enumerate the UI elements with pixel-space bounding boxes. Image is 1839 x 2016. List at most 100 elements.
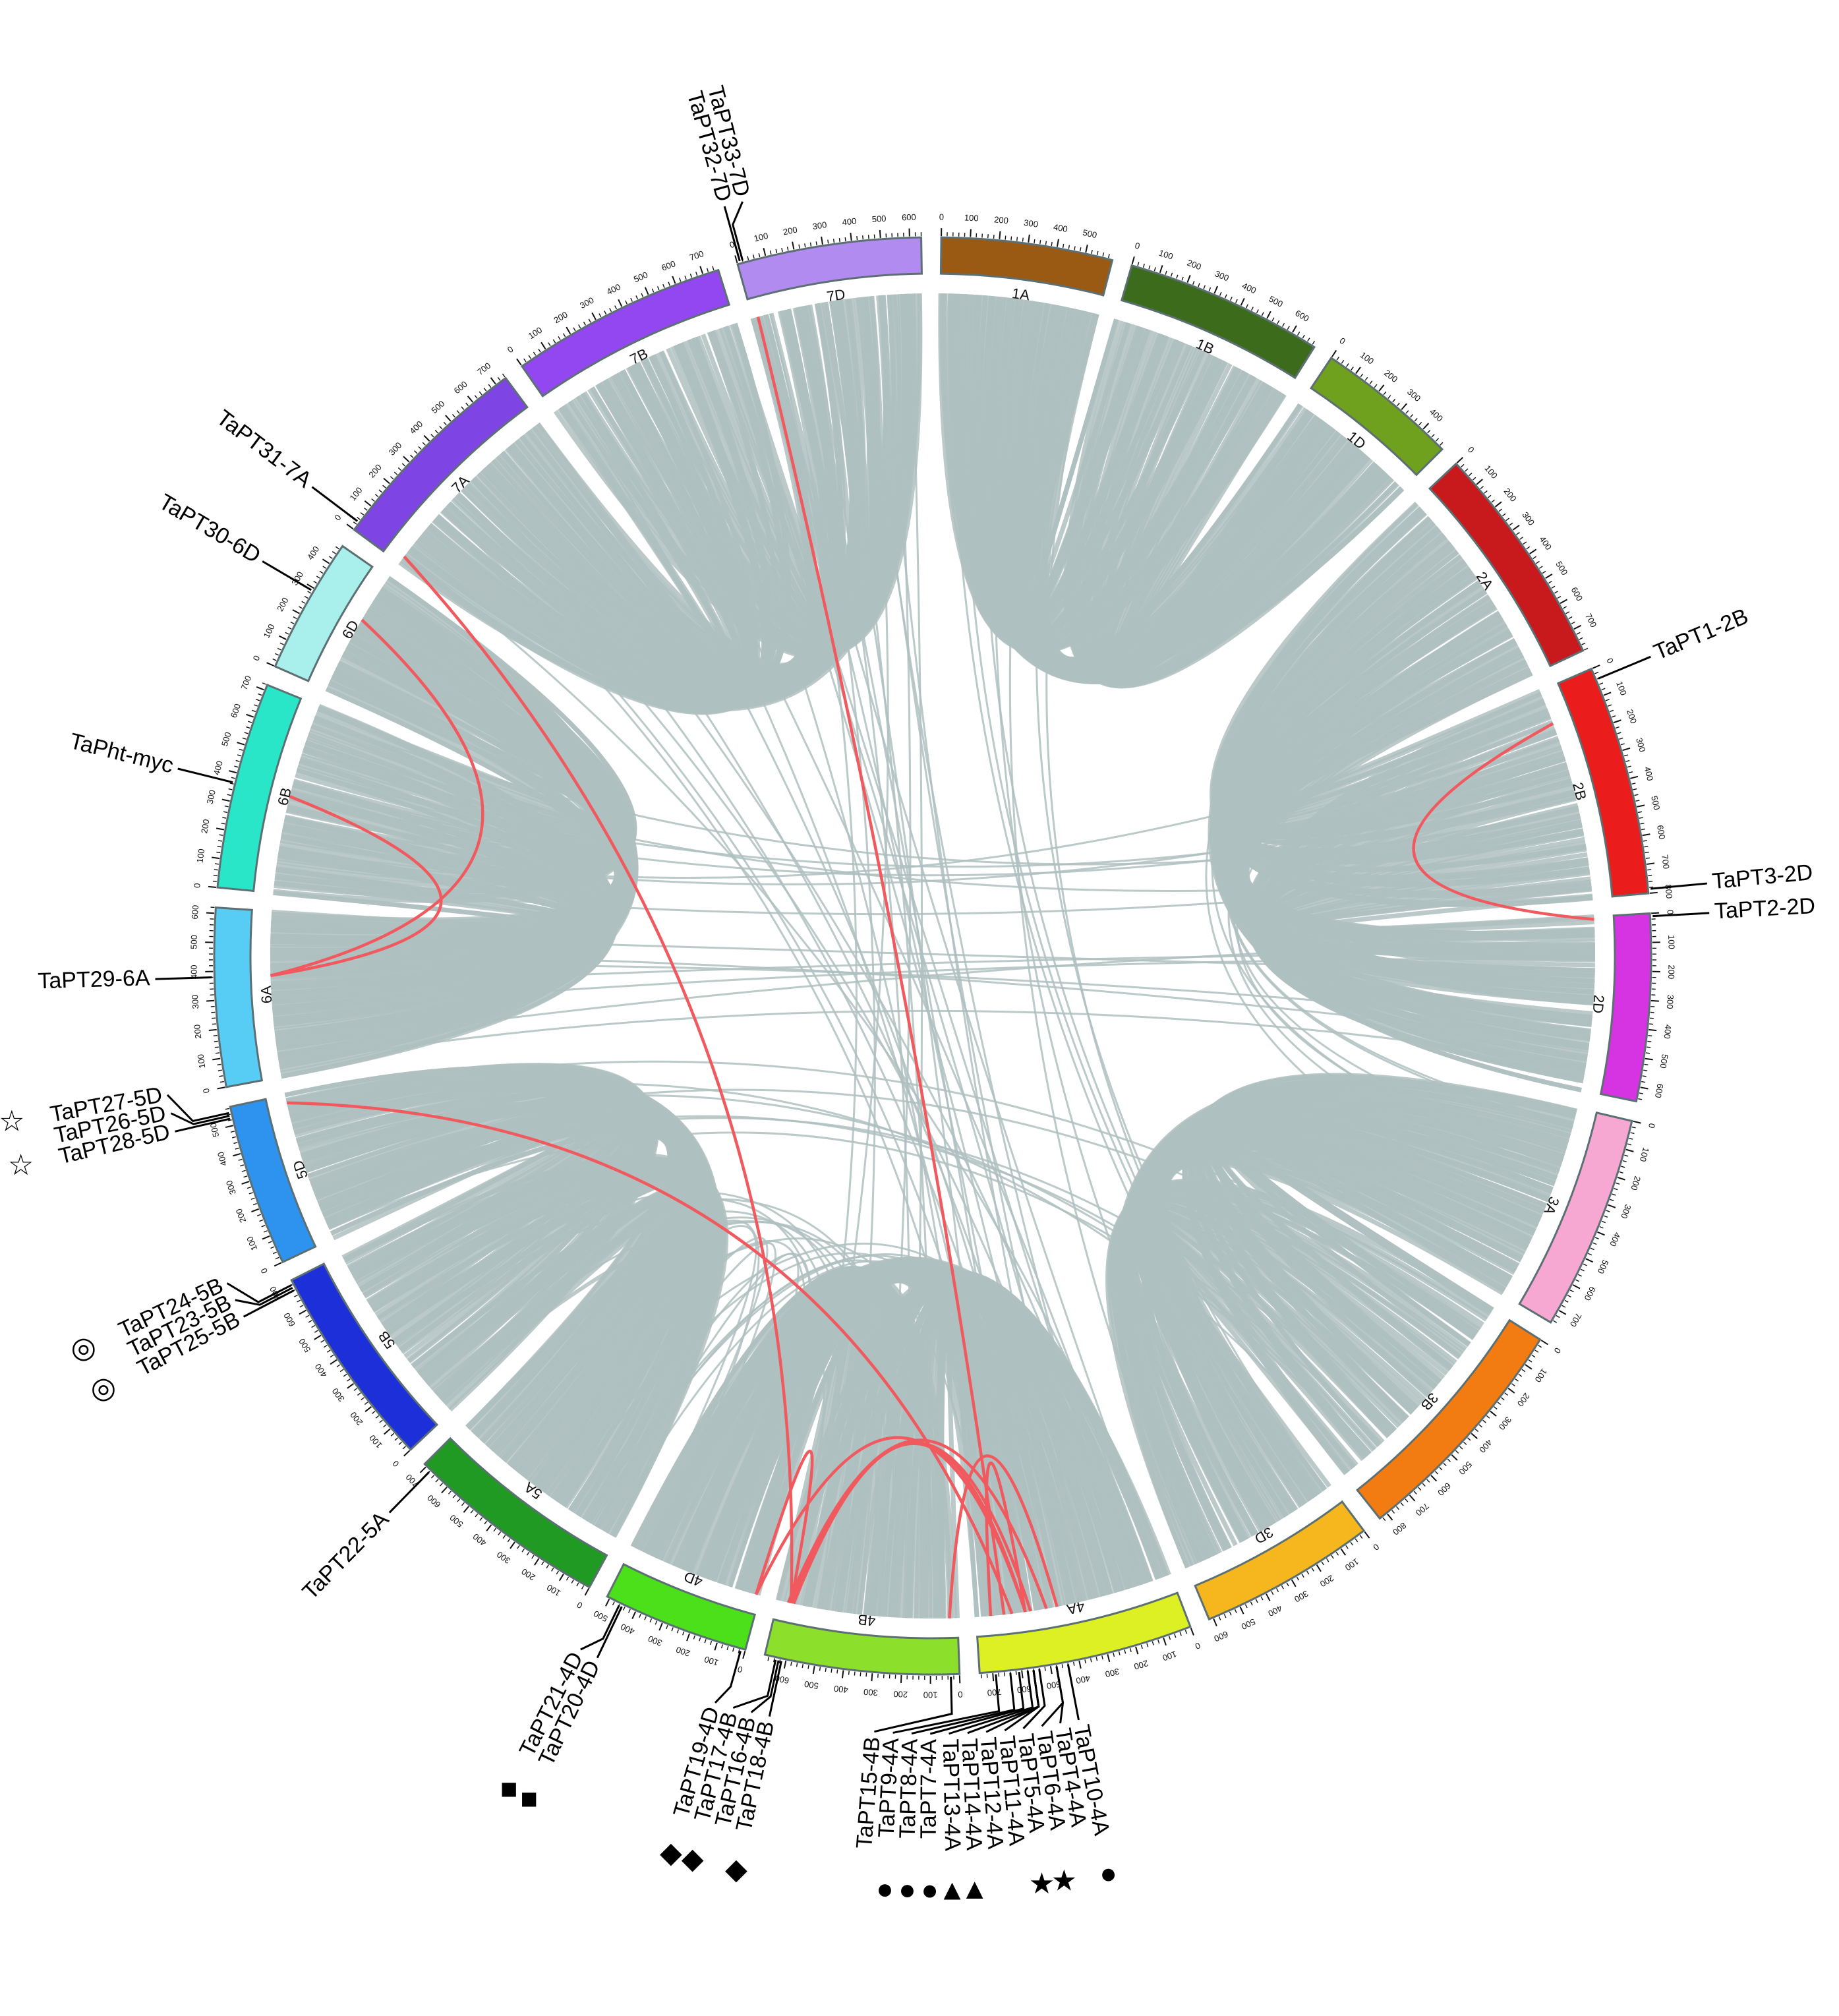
tick-7B-500: [645, 287, 649, 295]
tick-4D-180: [693, 1636, 695, 1640]
tick-2A-760: [1582, 643, 1585, 645]
tick-3D-440: [1256, 1599, 1258, 1603]
tick-3B-260: [1498, 1402, 1501, 1405]
tick-3A-560: [1578, 1274, 1581, 1276]
tick-7B-120: [548, 343, 550, 346]
marker-0: ☆: [0, 1105, 25, 1137]
synteny-links: [270, 293, 1595, 1618]
tick-5D-420: [235, 1148, 239, 1149]
tick-2B-460: [1635, 794, 1639, 795]
tick-6B-200: [216, 828, 224, 829]
tick-5B-220: [365, 1402, 368, 1405]
tick-label-6D-200: 200: [275, 596, 291, 613]
tick-3A-60: [1629, 1139, 1633, 1140]
tick-4D-500: [606, 1599, 609, 1607]
tick-1A-380: [1051, 242, 1052, 246]
tick-3B-780: [1392, 1510, 1395, 1514]
tick-2B-140: [1608, 705, 1612, 706]
tick-label-7A-200: 200: [366, 462, 384, 479]
tick-2A-240: [1502, 514, 1505, 516]
tick-3B-620: [1427, 1479, 1430, 1482]
tick-label-6B-0: 0: [192, 883, 202, 889]
tick-7B-40: [529, 355, 531, 359]
tick-5B-380: [337, 1365, 340, 1367]
chromosome-label-4B: 4B: [857, 1611, 876, 1630]
tick-5D-60: [271, 1247, 274, 1248]
tick-2D-520: [1645, 1064, 1649, 1065]
tick-6B-540: [245, 732, 248, 734]
tick-label-1B-0: 0: [1134, 241, 1141, 251]
tick-5B-280: [354, 1388, 357, 1391]
tick-label-1D-400: 400: [1428, 407, 1445, 424]
tick-2A-480: [1542, 571, 1546, 573]
tick-4B-540: [802, 1664, 803, 1668]
tick-label-3D-100: 100: [1343, 1556, 1360, 1573]
tick-5D-440: [233, 1142, 237, 1144]
tick-1B-40: [1144, 264, 1145, 268]
tick-5A-200: [535, 1558, 539, 1565]
marker-11: ●: [921, 1874, 939, 1907]
tick-2B-400: [1630, 777, 1638, 779]
tick-label-5A-300: 300: [495, 1549, 512, 1566]
tick-5B-420: [330, 1355, 334, 1357]
marker-6: ◆: [660, 1837, 682, 1869]
tick-7B-460: [636, 295, 637, 299]
tick-6B-660: [256, 699, 260, 701]
tick-3A-740: [1554, 1320, 1557, 1322]
tick-1B-500: [1267, 311, 1271, 318]
tick-7A-0: [347, 524, 353, 529]
tick-7B-480: [641, 293, 643, 297]
tick-5D-560: [225, 1108, 229, 1109]
tick-5D-240: [251, 1198, 255, 1199]
tick-label-6A-200: 200: [192, 1024, 203, 1039]
tick-6D-20: [273, 659, 276, 660]
tick-7A-380: [423, 442, 425, 445]
tick-2A-460: [1539, 566, 1542, 568]
tick-4D-140: [705, 1639, 706, 1643]
tick-2A-700: [1574, 626, 1581, 629]
tick-1B-100: [1160, 265, 1163, 272]
tick-2D-600: [1641, 1087, 1649, 1088]
tick-label-6A-100: 100: [195, 1053, 207, 1069]
tick-label-7A-300: 300: [387, 440, 404, 458]
tick-2B-300: [1623, 748, 1631, 750]
tick-label-3B-700: 700: [1414, 1501, 1431, 1518]
tick-label-5D-100: 100: [245, 1235, 259, 1252]
tick-3D-20: [1360, 1535, 1362, 1539]
tick-6B-500: [237, 742, 245, 745]
tick-label-3A-600: 600: [1583, 1285, 1598, 1302]
tick-3B-500: [1451, 1455, 1457, 1460]
tick-6D-220: [299, 607, 302, 608]
tick-7D-500: [880, 230, 881, 238]
tick-1A-340: [1040, 240, 1041, 244]
tick-label-4B-500: 500: [803, 1679, 819, 1691]
tick-7A-340: [415, 451, 417, 454]
tick-2B-700: [1647, 863, 1654, 864]
tick-4B-600: [784, 1661, 786, 1669]
tick-2B-60: [1599, 683, 1603, 684]
tick-3B-760: [1397, 1506, 1399, 1510]
tick-1A-220: [1005, 236, 1006, 240]
tick-3D-120: [1336, 1552, 1338, 1555]
tick-2B-340: [1625, 761, 1629, 762]
tick-3A-640: [1567, 1295, 1571, 1297]
tick-1D-320: [1406, 411, 1409, 414]
tick-2A-540: [1552, 586, 1555, 588]
tick-7A-500: [446, 415, 451, 421]
gene-label-TaPT1-2B: TaPT1-2B: [1650, 604, 1752, 665]
tick-7A-620: [475, 396, 477, 399]
tick-5D-460: [232, 1137, 236, 1138]
tick-7A-100: [365, 501, 370, 506]
tick-5B-140: [380, 1420, 383, 1423]
tick-1B-180: [1182, 277, 1183, 281]
tick-1B-680: [1312, 341, 1314, 344]
tick-1A-200: [999, 231, 1000, 239]
tick-label-4B-200: 200: [893, 1689, 908, 1700]
tick-label-3A-200: 200: [1629, 1175, 1643, 1191]
tick-5B-400: [330, 1360, 337, 1365]
tick-2B-160: [1610, 710, 1614, 711]
tick-label-2B-100: 100: [1614, 680, 1629, 697]
tick-4D-220: [683, 1632, 684, 1636]
tick-4B-460: [825, 1668, 826, 1672]
tick-6D-240: [302, 601, 305, 603]
